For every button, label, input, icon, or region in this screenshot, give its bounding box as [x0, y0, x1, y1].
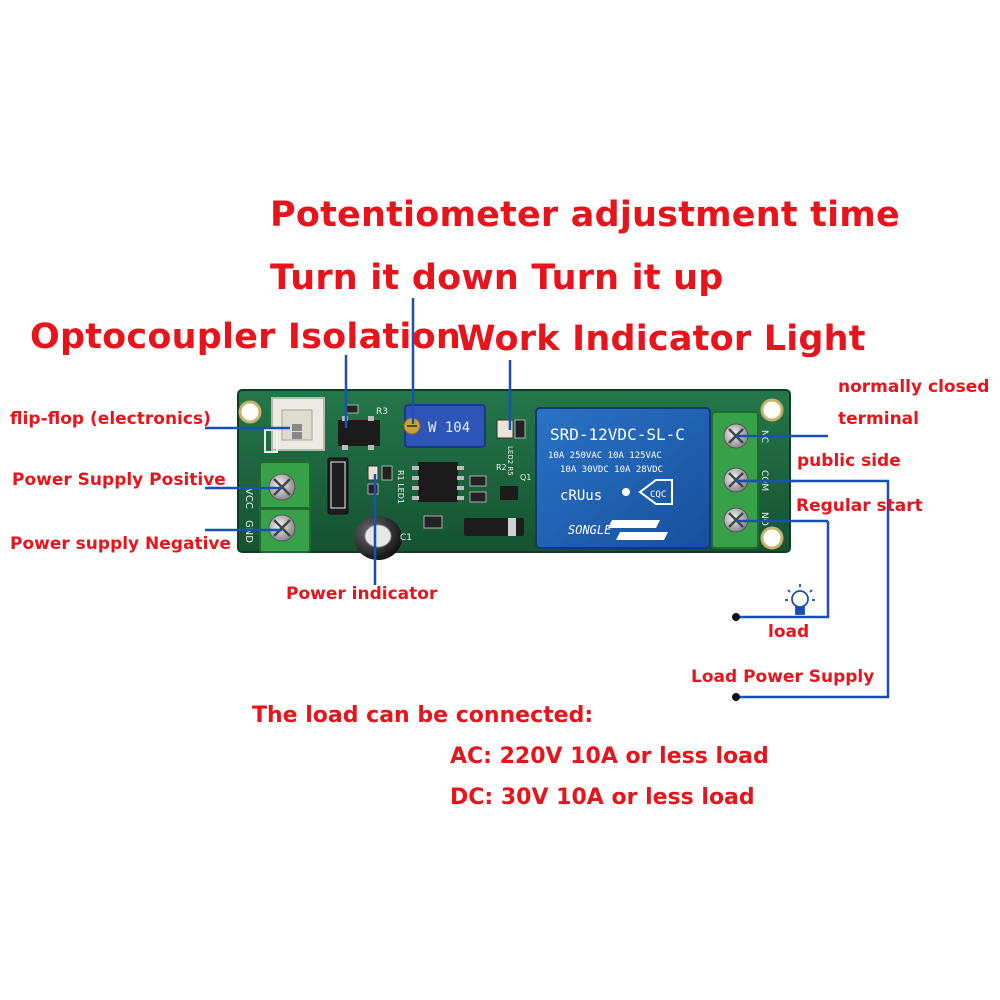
relay-model: SRD-12VDC-SL-C — [550, 425, 685, 444]
power-indicator-label: Power indicator — [286, 584, 438, 604]
mounting-hole — [760, 526, 784, 550]
work-indicator-label: Work Indicator Light — [457, 319, 866, 359]
jst-connector — [264, 397, 325, 453]
relay-rating-2: 10A 30VDC 10A 28VDC — [560, 465, 663, 475]
title: Potentiometer adjustment time — [270, 195, 900, 235]
silk-gnd: GND — [243, 520, 254, 543]
regular-start-label: Regular start — [796, 496, 923, 516]
optocoupler-label: Optocoupler Isolation — [30, 317, 461, 357]
load-wire-end — [732, 613, 740, 621]
public-side-label: public side — [797, 451, 901, 471]
load-label: load — [768, 622, 810, 642]
electrolytic-capacitor — [354, 516, 402, 560]
relay-cert: cRUus — [560, 488, 602, 504]
relay-brand: SONGLE — [568, 523, 612, 537]
optocoupler-chip — [338, 416, 380, 450]
silk-no: NO — [759, 512, 769, 526]
relay: SRD-12VDC-SL-C 10A 250VAC 10A 125VAC 10A… — [535, 407, 711, 549]
svg-text:CQC: CQC — [650, 490, 666, 500]
transistor-q1 — [500, 486, 518, 500]
silk-c1: C1 — [400, 533, 412, 543]
mounting-hole — [760, 398, 784, 422]
subtitle: Turn it down Turn it up — [270, 258, 724, 298]
light-bulb-icon — [785, 584, 815, 615]
power-negative-label: Power supply Negative — [10, 534, 232, 554]
cqc-logo: CQC — [638, 479, 673, 505]
timer-ic — [412, 462, 464, 502]
silk-led2: LED2 R5 — [506, 446, 514, 476]
led1 — [367, 465, 379, 481]
relay-rating-1: 10A 250VAC 10A 125VAC — [548, 451, 662, 461]
load-power-supply-label: Load Power Supply — [691, 667, 875, 687]
silk-q1: Q1 — [520, 473, 531, 482]
load-note-heading: The load can be connected: — [252, 703, 594, 728]
flip-flop-label: flip-flop (electronics) — [10, 409, 211, 429]
silk-vcc: VCC — [243, 488, 254, 509]
supply-wire-end — [732, 693, 740, 701]
load-note-ac: AC: 220V 10A or less load — [450, 744, 769, 769]
silk-r3: R3 — [376, 407, 388, 417]
potentiometer: W 104 — [403, 404, 486, 448]
power-positive-label: Power Supply Positive — [12, 470, 226, 490]
leader-lines — [205, 298, 890, 699]
silk-led1: R1 LED1 — [396, 470, 405, 504]
diode — [327, 457, 349, 515]
load-note-dc: DC: 30V 10A or less load — [450, 785, 755, 810]
terminal-label: terminal — [838, 409, 919, 429]
normally-closed-label: normally closed — [838, 377, 990, 397]
mounting-hole — [238, 400, 262, 424]
pot-marking: W 104 — [428, 420, 470, 436]
silk-r2: R2 — [496, 463, 507, 472]
power-terminal-block — [259, 461, 311, 553]
